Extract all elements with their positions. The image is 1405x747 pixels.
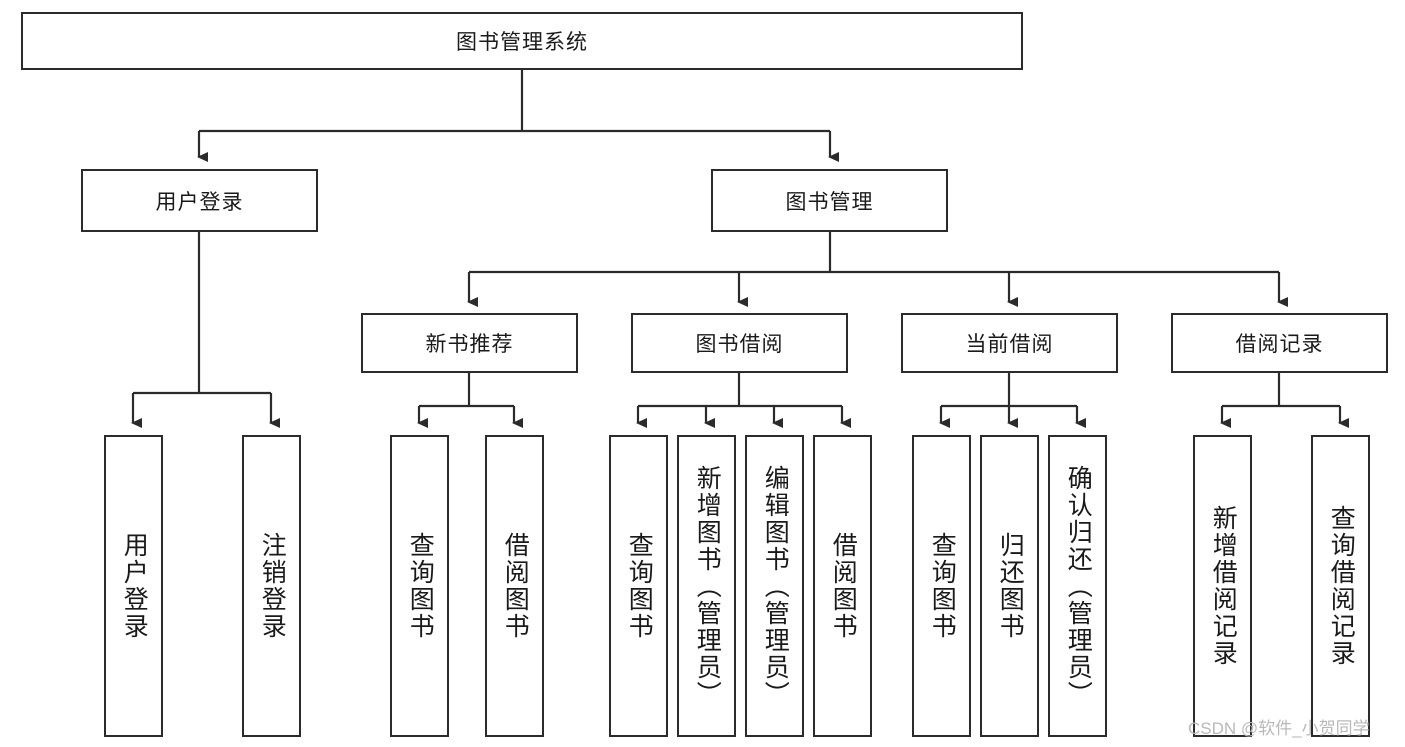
watermark-text: CSDN @软件_小贺同学 <box>1188 719 1370 738</box>
leaf-book-borrow-borrow-book[interactable]: 借阅图书 <box>813 435 872 737</box>
leaf-book-borrow-edit-book-admin[interactable]: 编辑图书（管理员） <box>745 435 804 737</box>
node-label: 查询图书 <box>928 532 957 640</box>
node-label: 查询图书 <box>406 532 435 640</box>
node-root-library-management-system[interactable]: 图书管理系统 <box>21 12 1023 70</box>
node-user-login[interactable]: 用户登录 <box>81 169 318 232</box>
node-book-management[interactable]: 图书管理 <box>711 169 948 232</box>
node-label: 注销登录 <box>258 532 287 640</box>
node-label: 归还图书 <box>996 532 1025 640</box>
node-label: 编辑图书（管理员） <box>761 464 790 708</box>
leaf-book-borrow-add-book-admin[interactable]: 新增图书（管理员） <box>677 435 736 737</box>
node-label: 用户登录 <box>120 532 149 640</box>
node-label: 图书管理系统 <box>456 31 588 54</box>
node-book-borrow[interactable]: 图书借阅 <box>631 313 848 373</box>
leaf-book-borrow-query-book[interactable]: 查询图书 <box>609 435 668 737</box>
node-label: 用户登录 <box>155 190 244 214</box>
node-label: 图书管理 <box>785 190 874 214</box>
leaf-borrow-record-add-record[interactable]: 新增借阅记录 <box>1193 435 1252 737</box>
leaf-user-login-login[interactable]: 用户登录 <box>104 435 163 737</box>
leaf-current-borrow-query-book[interactable]: 查询图书 <box>912 435 971 737</box>
node-label: 当前借阅 <box>965 333 1054 356</box>
node-label: 图书借阅 <box>695 333 784 356</box>
node-label: 借阅图书 <box>501 532 530 640</box>
node-label: 借阅图书 <box>829 532 858 640</box>
node-label: 借阅记录 <box>1235 333 1324 356</box>
node-current-borrow[interactable]: 当前借阅 <box>901 313 1118 373</box>
leaf-new-book-borrow-book[interactable]: 借阅图书 <box>485 435 544 737</box>
node-label: 新书推荐 <box>425 333 514 356</box>
node-label: 确认归还（管理员） <box>1064 464 1093 708</box>
node-label: 查询图书 <box>625 532 654 640</box>
leaf-new-book-query-book[interactable]: 查询图书 <box>390 435 449 737</box>
node-borrow-record[interactable]: 借阅记录 <box>1171 313 1388 373</box>
node-label: 新增借阅记录 <box>1209 505 1238 667</box>
leaf-user-login-logout[interactable]: 注销登录 <box>242 435 301 737</box>
node-label: 新增图书（管理员） <box>693 464 722 708</box>
node-new-book-recommend[interactable]: 新书推荐 <box>361 313 578 373</box>
node-label: 查询借阅记录 <box>1327 505 1356 667</box>
leaf-current-borrow-confirm-return-admin[interactable]: 确认归还（管理员） <box>1048 435 1107 737</box>
leaf-borrow-record-query-record[interactable]: 查询借阅记录 <box>1311 435 1370 737</box>
leaf-current-borrow-return-book[interactable]: 归还图书 <box>980 435 1039 737</box>
